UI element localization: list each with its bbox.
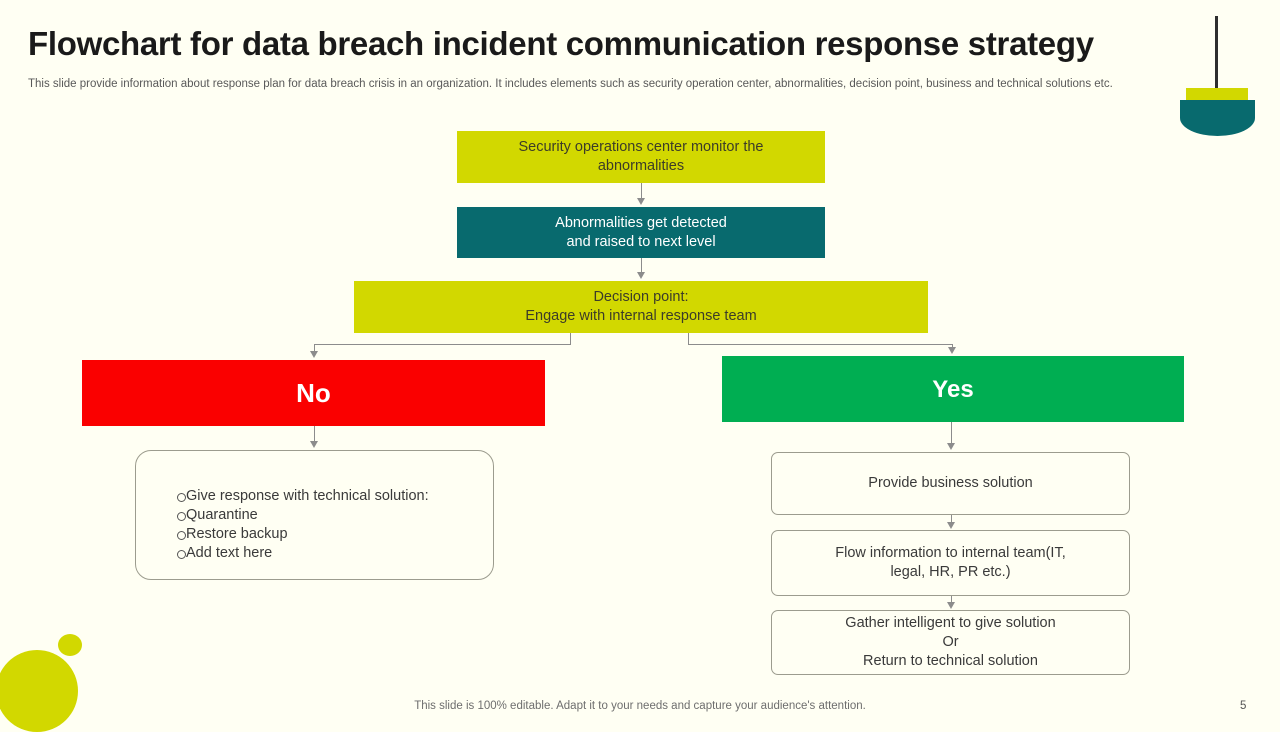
arrow-decision-to-yes-icon — [948, 347, 956, 354]
node-branch-no[interactable]: No — [82, 360, 545, 426]
list-item: Add text here — [158, 544, 493, 563]
list-item-label: Restore backup — [186, 526, 288, 542]
node-gather-line3: Return to technical solution — [863, 653, 1038, 669]
technical-solution-bullet-list: Give response with technical solution: Q… — [158, 487, 493, 563]
page-subtitle: This slide provide information about res… — [28, 78, 1113, 90]
connector-yes-to-business — [951, 422, 952, 444]
node-decision-line2: Engage with internal response team — [525, 308, 757, 324]
bullet-circle-icon — [177, 512, 186, 521]
node-abnormalities-detected[interactable]: Abnormalities get detected and raised to… — [457, 207, 825, 258]
node-soc-line1: Security operations center monitor the — [518, 139, 764, 155]
node-gather-intelligent-solution[interactable]: Gather intelligent to give solution Or R… — [771, 610, 1130, 675]
arrow-no-to-technical-list-icon — [310, 441, 318, 448]
connector-decision-to-yes-horizontal — [688, 344, 953, 345]
list-item: Give response with technical solution: — [158, 487, 493, 506]
node-gather-line1: Gather intelligent to give solution — [845, 615, 1056, 631]
bullet-circle-icon — [177, 531, 186, 540]
node-flow-information-internal-team[interactable]: Flow information to internal team(IT, le… — [771, 530, 1130, 596]
node-decision-point[interactable]: Decision point: Engage with internal res… — [354, 281, 928, 333]
connector-flowinfo-to-gather — [951, 596, 952, 604]
arrow-abnormalities-to-decision-icon — [637, 272, 645, 279]
connector-no-to-technical-list — [314, 426, 315, 443]
list-item-label: Give response with technical solution: — [186, 488, 429, 504]
page-number: 5 — [1240, 700, 1247, 712]
bullet-circle-icon — [177, 493, 186, 502]
decorative-large-circle — [0, 650, 78, 732]
connector-business-to-flowinfo — [951, 515, 952, 524]
list-item: Quarantine — [158, 506, 493, 525]
decorative-small-circle — [58, 634, 82, 656]
connector-decision-left-stub — [570, 333, 571, 344]
page-title: Flowchart for data breach incident commu… — [28, 25, 1094, 62]
node-provide-business-solution[interactable]: Provide business solution — [771, 452, 1130, 515]
connector-soc-to-abnormalities — [641, 183, 642, 200]
node-flowinfo-line1: Flow information to internal team(IT, — [835, 545, 1066, 561]
connector-decision-right-stub — [688, 333, 689, 344]
list-item-label: Quarantine — [186, 507, 258, 523]
footer-note: This slide is 100% editable. Adapt it to… — [414, 700, 866, 712]
bullet-circle-icon — [177, 550, 186, 559]
arrow-soc-to-abnormalities-icon — [637, 198, 645, 205]
connector-abnormalities-to-decision — [641, 258, 642, 274]
node-abnormal-line1: Abnormalities get detected — [555, 214, 727, 231]
arrow-business-to-flowinfo-icon — [947, 522, 955, 529]
connector-decision-to-no-horizontal — [314, 344, 571, 345]
arrow-yes-to-business-icon — [947, 443, 955, 450]
node-flowinfo-line2: legal, HR, PR etc.) — [890, 564, 1011, 580]
pendant-lamp-rod-icon — [1215, 16, 1218, 94]
arrow-decision-to-no-icon — [310, 351, 318, 358]
node-branch-yes[interactable]: Yes — [722, 356, 1184, 422]
list-item: Restore backup — [158, 525, 493, 544]
node-gather-line2: Or — [942, 634, 959, 650]
node-decision-line1: Decision point: — [593, 289, 689, 305]
arrow-flowinfo-to-gather-icon — [947, 602, 955, 609]
node-abnormal-line2: and raised to next level — [566, 233, 716, 250]
node-technical-solution-list[interactable]: Give response with technical solution: Q… — [135, 450, 494, 580]
list-item-label: Add text here — [186, 545, 273, 561]
node-soc-line2: abnormalities — [597, 158, 685, 174]
node-security-operations-center[interactable]: Security operations center monitor the a… — [457, 131, 825, 183]
pendant-lamp-teal-shade-icon — [1180, 100, 1255, 136]
connector-decision-to-no-vertical — [314, 344, 315, 353]
